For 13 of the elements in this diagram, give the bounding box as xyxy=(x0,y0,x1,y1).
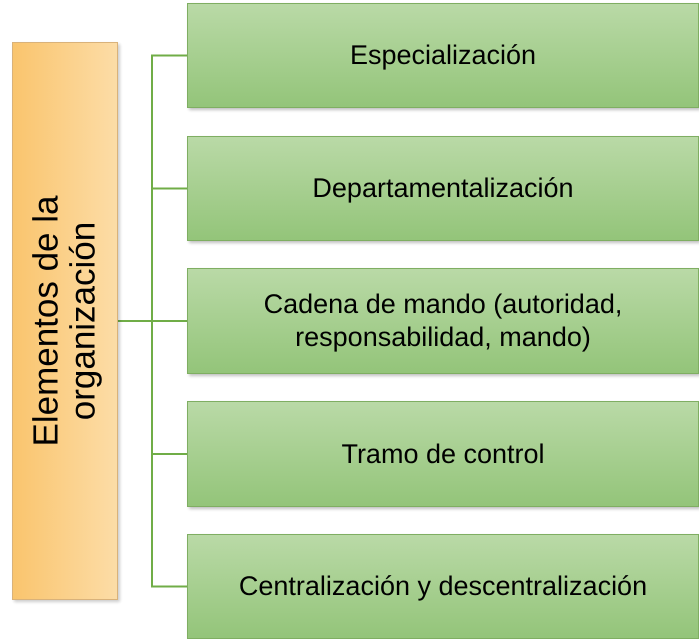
box-label: Cadena de mando (autoridad, responsabilidad, mando) xyxy=(262,288,624,354)
box-label: Centralización y descentralización xyxy=(238,570,648,603)
element-box xyxy=(187,401,699,507)
box-label: Departamentalización xyxy=(312,172,574,205)
box-label: Especialización xyxy=(350,39,536,72)
vertical-heading: Elementos de la organización xyxy=(28,194,102,448)
element-box xyxy=(187,136,699,241)
element-box xyxy=(187,268,699,374)
element-box xyxy=(187,3,699,108)
category-box xyxy=(12,42,118,600)
box-label: Tramo de control xyxy=(341,438,545,470)
connector-line xyxy=(118,320,187,588)
element-box xyxy=(187,534,699,639)
